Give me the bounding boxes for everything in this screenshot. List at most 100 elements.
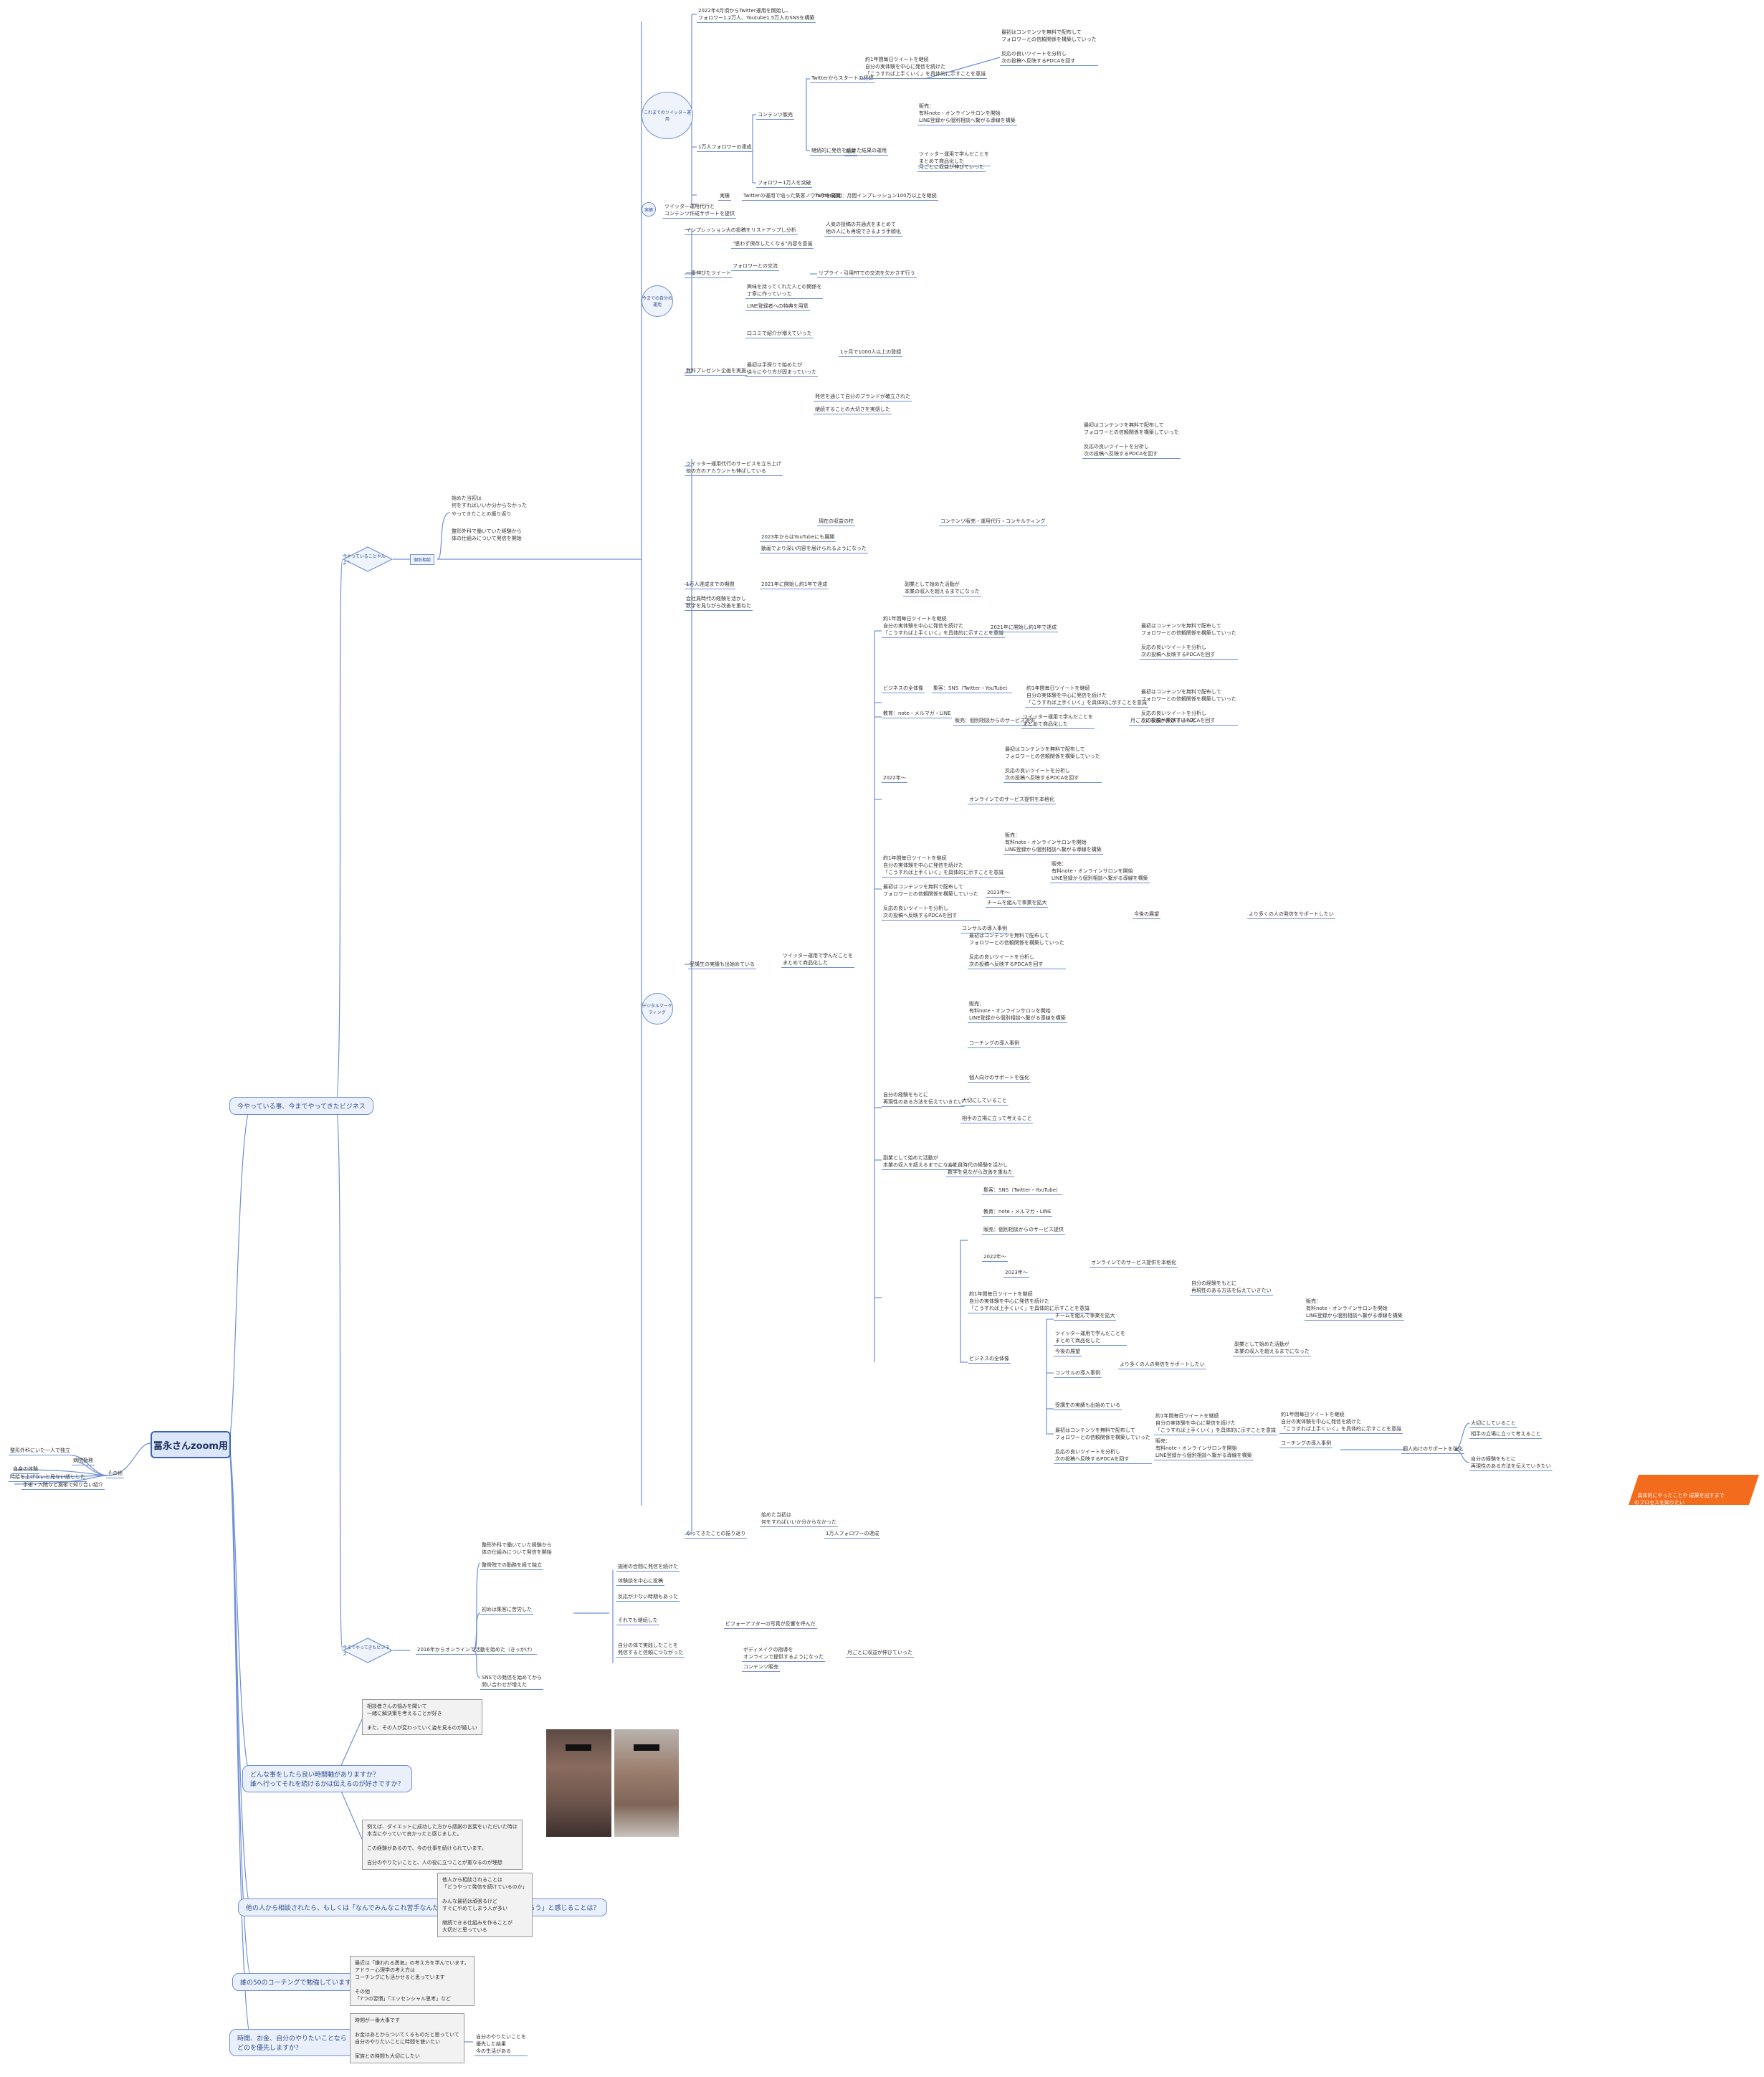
text-node[interactable]: 反応が少ない時期もあった [616, 1593, 680, 1602]
text-node[interactable]: 結果 [844, 148, 857, 156]
text-node[interactable]: 最初はコンテンツを無料で配布して フォロワーとの信頼関係を構築していった 反応の… [1140, 622, 1238, 660]
text-node[interactable]: 整形外科で働いていた経験から 体の仕組みについて発信を開始 [482, 1542, 552, 1555]
circle-twitter[interactable]: これまでのツイッター運用 [642, 92, 693, 139]
left-item[interactable]: 自身の体験 [11, 1465, 39, 1474]
diamond-current[interactable]: 今やっていることやんよ？ [343, 546, 393, 572]
text-node[interactable]: 月ごとに収益が伸びていった [1129, 717, 1197, 726]
text-node[interactable]: ツイッター運用で学んだことを まとめて商品化した [917, 151, 991, 166]
answer-box[interactable]: 時間が一番大事です お金はあとからついてくるものだと思っていて 自分のやりたいこ… [350, 2013, 464, 2063]
answer-box[interactable]: 例えば、ダイエットに成功した方から感謝の言葉をいただいた時は 本当にやっていて良… [362, 1820, 523, 1870]
text-node[interactable]: 最初はコンテンツを無料で配布して フォロワーとの信頼関係を構築していった 反応の… [1003, 746, 1102, 783]
circle-digital[interactable]: デジタルマーケティング [642, 993, 673, 1025]
text-node[interactable]: オンラインでのサービス提供を本格化 [968, 796, 1056, 804]
text-node[interactable]: 初めは集客に苦労した [480, 1606, 533, 1615]
text-node[interactable]: Twitterの運用で培った集客ノウハウを展開 [742, 192, 842, 201]
text-node[interactable]: 約1年間毎日ツイートを継続 自分の実体験を中心に発信を続けた 「こうすれば上手く… [882, 855, 1005, 878]
text-node[interactable]: 体験談を中心に投稿 [616, 1577, 664, 1586]
text-node[interactable]: 最初はコンテンツを無料で配布して フォロワーとの信頼関係を構築していった 反応の… [1000, 29, 1098, 66]
text-node[interactable]: コンテンツ販売・運用代行・コンサルティング [939, 518, 1047, 526]
text-node[interactable]: 副業として始めた活動が 本業の収入を超えるまでになった [903, 581, 981, 597]
text-node[interactable]: "思わず保存したくなる"内容を意識 [731, 240, 814, 249]
text-node[interactable]: 2023年からはYouTubeにも展開 [760, 533, 836, 542]
text-node[interactable]: Twitterからスタートの経緯 [810, 75, 875, 83]
text-node[interactable]: 今後の展望 [1054, 1348, 1082, 1356]
text-node[interactable]: ツイッター運用代行のサービスを立ち上げ 他の方のアカウントも伸ばしている [685, 460, 783, 476]
text-node[interactable]: 1万人フォロワーの達成 [697, 143, 753, 152]
text-node[interactable]: 受講生の実績も出始めている [688, 961, 756, 969]
text-node[interactable]: 一番伸びたツイート [685, 270, 733, 278]
text-node[interactable]: 動画でより深い内容を届けられるようになった [760, 545, 868, 553]
text-node[interactable]: 約1年間毎日ツイートを継続 自分の実体験を中心に発信を続けた 「こうすれば上手く… [864, 56, 987, 79]
text-node[interactable]: 販売：個別相談からのサービス提供 [953, 717, 1036, 726]
text-node[interactable]: 最初はコンテンツを無料で配布して フォロワーとの信頼関係を構築していった 反応の… [1082, 422, 1181, 459]
text-node[interactable]: コンテンツ販売 [756, 111, 794, 120]
branch-consultation[interactable]: 他の人から相談されたら、もしくは「なんでみんなこれ苦手なんだろう」あんまりそうし… [238, 1898, 608, 1916]
text-node[interactable]: ツイッター運用で学んだことを まとめて商品化した [1021, 713, 1095, 729]
text-node[interactable]: 販売：個別相談からのサービス提供 [982, 1226, 1065, 1235]
text-node[interactable]: コンサルの導入事例 [1054, 1369, 1102, 1378]
diamond-past[interactable]: 今までやってきたビジネス [343, 1638, 393, 1663]
text-node[interactable]: 個人向けのサポートを強化 [1401, 1445, 1464, 1454]
text-node[interactable]: 現在の収益の柱 [817, 518, 855, 526]
text-node[interactable]: 2022年〜 [982, 1253, 1008, 1262]
text-node[interactable]: 継続することの大切さを実感した [814, 406, 892, 414]
text-node[interactable]: 2021年に開始し約1年で達成 [989, 624, 1059, 632]
text-node[interactable]: 整骨院での勤務を経て独立 [480, 1562, 543, 1570]
text-node[interactable]: 1万人達成までの期間 [685, 581, 736, 589]
text-node[interactable]: チームを組んで事業を拡大 [1054, 1312, 1117, 1321]
text-node[interactable]: 最初はコンテンツを無料で配布して フォロワーとの信頼関係を構築していった 反応の… [968, 932, 1066, 969]
text-node[interactable]: 始めた当初は 何をすればいいか分からなかった [452, 495, 527, 508]
text-node[interactable]: 約1年間毎日ツイートを継続 自分の実体験を中心に発信を続けた 「こうすれば上手く… [968, 1291, 1091, 1313]
text-node[interactable]: ビフォーアフターの写真が反響を呼んだ [724, 1620, 817, 1629]
root-node[interactable]: 冨永さんzoom用 [151, 1431, 231, 1458]
text-node[interactable]: Twitter運用：月間インプレッション100万以上を継続 [814, 192, 938, 201]
tag-consult[interactable]: 個別相談 [410, 554, 435, 565]
text-node[interactable]: 約1年間毎日ツイートを継続 自分の実体験を中心に発信を続けた 「こうすれば上手く… [882, 615, 1005, 638]
branch-priorities[interactable]: 時間、お金、自分のやりたいことなら どのを優先しますか？ [229, 2029, 355, 2056]
text-node[interactable]: 自分の経験をもとに 再現性のある方法を伝えていきたい [1190, 1280, 1273, 1296]
text-node[interactable]: 大切にしていること [960, 1097, 1009, 1106]
text-node[interactable]: ツイッター運用代行と コンテンツ作成サポートを提供 [663, 203, 736, 219]
text-node[interactable]: コーチングの導入事例 [1279, 1440, 1332, 1448]
circle-own[interactable]: 今までの自分の運用 [642, 285, 673, 317]
text-node[interactable]: 実績 [718, 192, 731, 201]
text-node[interactable]: やってきたことの振り返り [685, 1530, 748, 1539]
text-node[interactable]: フォロワー1万人を突破 [756, 179, 813, 188]
text-node[interactable]: 会社員時代の経験を活かし 数字を見ながら改善を重ねた [685, 595, 753, 611]
text-node[interactable]: より多くの人の発信をサポートしたい [1247, 911, 1335, 919]
text-node[interactable]: 月ごとに収益が伸びていった [846, 1649, 914, 1658]
text-node[interactable]: 始めた当初は 何をすればいいか分からなかった [760, 1511, 838, 1527]
text-node[interactable]: オンラインでのサービス提供を本格化 [1090, 1259, 1178, 1268]
text-node[interactable]: 今後の展望 [1133, 911, 1160, 919]
text-node[interactable]: 販売： 有料note・オンラインサロンを開始 LINE登録から個別相談へ繋がる導… [1050, 860, 1150, 883]
text-node[interactable]: 約1年間毎日ツイートを継続 自分の実体験を中心に発信を続けた 「こうすれば上手く… [1154, 1412, 1277, 1435]
text-node[interactable]: インプレッション大の投稿をリストアップし分析 [685, 227, 798, 235]
text-node[interactable]: 集客：SNS（Twitter・YouTube） [982, 1187, 1063, 1195]
text-node[interactable]: 集客：SNS（Twitter・YouTube） [932, 685, 1013, 693]
text-node[interactable]: 2021年に開始し約1年で達成 [760, 581, 829, 589]
text-node[interactable]: 販売： 有料note・オンラインサロンを開始 LINE登録から個別相談へ繋がる導… [968, 1000, 1067, 1023]
text-node[interactable]: 販売： 有料note・オンラインサロンを開始 LINE登録から個別相談へ繋がる導… [1154, 1437, 1254, 1460]
text-node[interactable]: 個人向けのサポートを強化 [968, 1074, 1031, 1083]
text-node[interactable]: 1万人フォロワーの達成 [824, 1530, 881, 1539]
text-node[interactable]: チームを組んで事業を拡大 [986, 899, 1049, 908]
text-node[interactable]: 自分の体で実践したことを 発信すると信頼につながった [616, 1642, 685, 1658]
circle-results[interactable]: 実績 [642, 202, 656, 217]
text-node[interactable]: 最初は手探りで始めたが 徐々にやり方が固まっていった [745, 361, 819, 377]
answer-box[interactable]: 他人から相談されることは 「どうやって発信を続けているのか」 みんな最初は頑張る… [437, 1873, 533, 1937]
left-hub[interactable]: その他 [106, 1470, 124, 1478]
text-node[interactable]: ツイッター運用で学んだことを まとめて商品化した [1054, 1330, 1127, 1346]
highlight-callout[interactable]: 具体的にやったことや 成果を出すまで のプロセスを知りたい どこでつまずいたか知… [1629, 1475, 1759, 1513]
text-node[interactable]: 約1年間毎日ツイートを継続 自分の実体験を中心に発信を続けた 「こうすれば上手く… [1025, 685, 1148, 708]
text-node[interactable]: 約1年間毎日ツイートを継続 自分の実体験を中心に発信を続けた 「こうすれば上手く… [1279, 1411, 1403, 1434]
branch-coaching-study[interactable]: 誰の50のコーチングで勉強していますか？ [232, 1973, 373, 1991]
text-node[interactable]: コーチングの導入事例 [968, 1040, 1021, 1048]
text-node[interactable]: LINE登録者への特典を用意 [745, 303, 810, 311]
text-node[interactable]: 販売： 有料note・オンラインサロンを開始 LINE登録から個別相談へ繋がる導… [1003, 832, 1103, 855]
answer-box[interactable]: 最近は「嫌われる勇気」の考え方を学んでいます。 アドラー心理学の考え方は コーチ… [350, 1956, 475, 2006]
text-node[interactable]: 継続的に発信を続けた結果の運用 [810, 147, 888, 156]
text-node[interactable]: 人気の投稿の共通点をまとめて 他の人にも再現できるよう手順化 [824, 221, 902, 237]
text-node[interactable]: ビジネスの全体像 [882, 685, 925, 693]
left-item[interactable]: 手術・入院など施術で知り合い紹介 [22, 1481, 105, 1490]
text-node[interactable]: 2022年4月頃からTwitter運用を開始し、 フォロワー1.2万人、Yout… [697, 7, 816, 23]
